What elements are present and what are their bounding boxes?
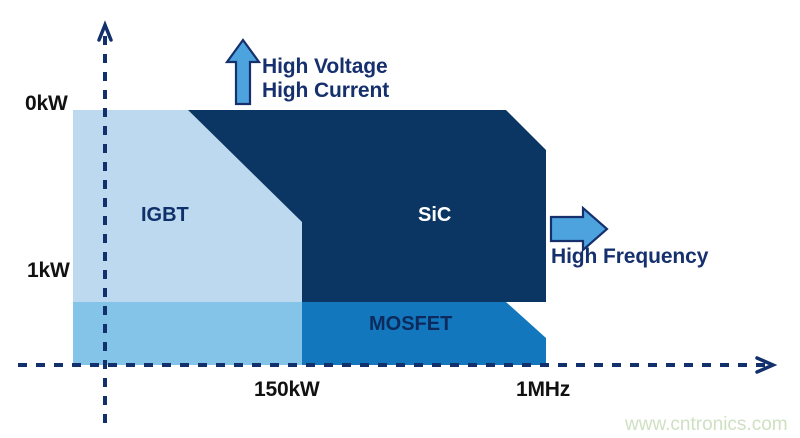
region-label-sic: SiC	[418, 204, 452, 226]
region-label-igbt: IGBT	[141, 204, 189, 226]
region-sic-shape	[188, 110, 546, 302]
x-axis-tick-150kw: 150kW	[254, 378, 320, 401]
y-axis-tick-1kw: 1kW	[27, 259, 70, 282]
arrow-up-icon	[224, 38, 262, 106]
x-axis-arrowhead	[755, 356, 778, 374]
y-axis-tick-0kw: 0kW	[25, 92, 68, 115]
x-axis-tick-1mhz: 1MHz	[516, 378, 571, 401]
callout-high-voltage-current: High Voltage High Current	[262, 55, 389, 103]
y-axis-arrowhead	[97, 20, 113, 42]
region-igbt-shape	[73, 110, 302, 302]
region-mosfet-low-shape	[73, 302, 302, 365]
callout-line-high-voltage: High Voltage	[262, 55, 388, 78]
callout-line-high-frequency: High Frequency	[551, 245, 709, 268]
region-label-mosfet: MOSFET	[369, 313, 453, 335]
callout-line-high-current: High Current	[262, 79, 390, 103]
callout-high-frequency: High Frequency	[551, 245, 708, 269]
watermark: www.cntronics.com	[625, 414, 788, 435]
arrow-right-icon	[549, 205, 609, 253]
region-mosfet-shape	[302, 302, 546, 365]
